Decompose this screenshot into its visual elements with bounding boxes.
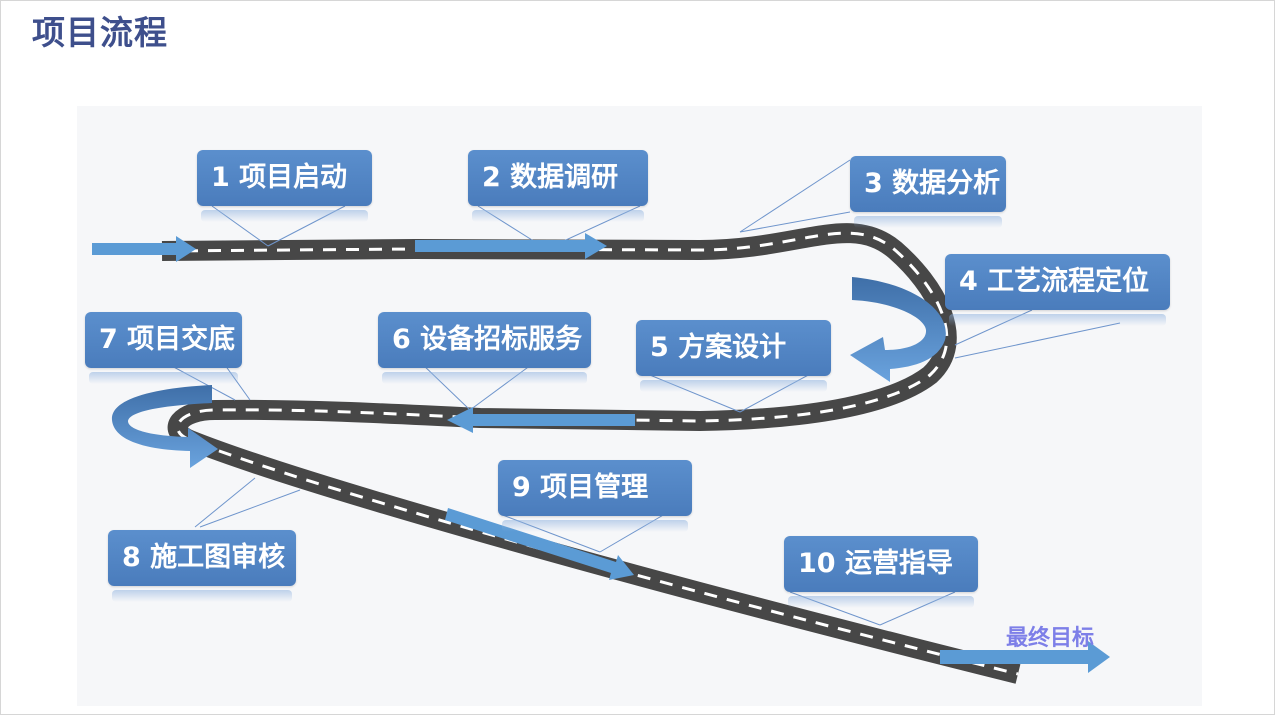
step-label-3: 3 数据分析 — [850, 156, 1006, 228]
arrow-segment-9 — [445, 508, 634, 580]
step-label-8: 8 施工图审核 — [108, 530, 296, 602]
page-title: 项目流程 — [32, 13, 168, 52]
road-lane-marking — [161, 231, 1019, 676]
curl-arrow-right — [850, 277, 946, 382]
arrow-goal — [940, 641, 1110, 673]
arrow-segment-2 — [415, 233, 607, 259]
arrow-segment-6 — [447, 407, 635, 433]
step-label-4: 4 工艺流程定位 — [945, 254, 1170, 326]
arrow-start — [92, 236, 196, 262]
step-label-10: 10 运营指导 — [784, 536, 978, 608]
step-label-5: 5 方案设计 — [636, 320, 831, 392]
step-label-1: 1 项目启动 — [197, 150, 372, 222]
step-label-6: 6 设备招标服务 — [378, 312, 591, 384]
flow-arrows — [92, 233, 1110, 673]
step-label-9: 9 项目管理 — [498, 460, 692, 532]
step-label-2: 2 数据调研 — [468, 150, 648, 222]
step-label-7: 7 项目交底 — [85, 312, 242, 384]
curl-arrow-left — [111, 385, 218, 468]
final-goal-label: 最终目标 — [1006, 626, 1095, 651]
